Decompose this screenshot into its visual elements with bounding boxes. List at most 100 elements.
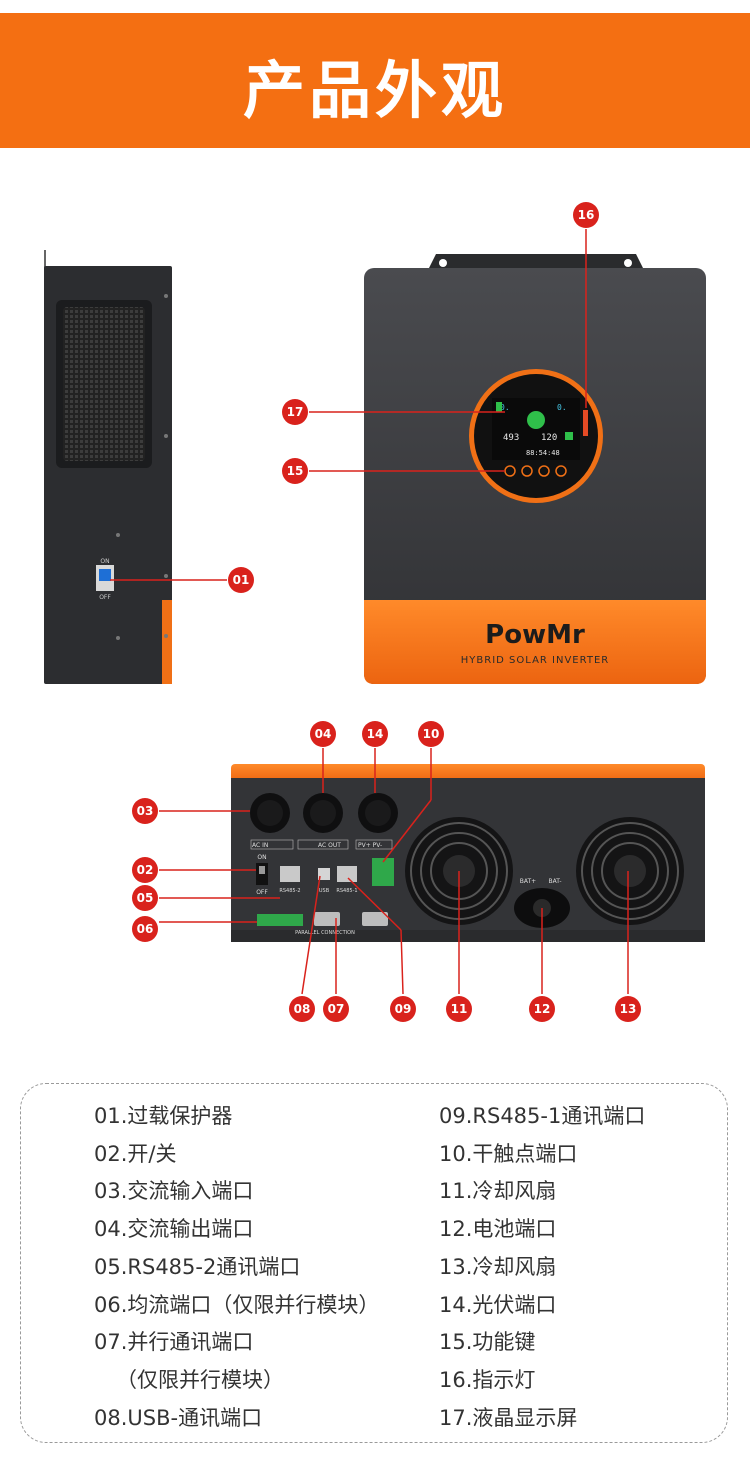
product-illustration: ON OFF PowMr HYBRID SOLAR INVERTER 0. 0.… — [44, 202, 706, 1022]
side-switch-on-label: ON — [100, 558, 109, 565]
brand-logo: PowMr — [485, 620, 585, 650]
legend-item-14: 14.光伏端口 — [439, 1292, 557, 1317]
callout-06-label: 06 — [137, 922, 154, 936]
callout-01: 01 — [228, 567, 254, 593]
cooling-fan-right — [576, 817, 684, 925]
legend-item-10: 10.干触点端口 — [439, 1141, 578, 1166]
ac-output-port — [303, 793, 343, 833]
callout-05: 05 — [132, 885, 158, 911]
front-view: PowMr HYBRID SOLAR INVERTER 0. 0. 493 12… — [364, 254, 706, 684]
lcd-top-right: 0. — [557, 403, 567, 412]
legend-item-11: 11.冷却风扇 — [439, 1179, 557, 1204]
callout-16: 16 — [573, 202, 599, 228]
callout-06: 06 — [132, 916, 158, 942]
side-breaker: ON OFF — [96, 558, 114, 601]
legend-item-07: 07.并行通讯端口 — [94, 1330, 254, 1355]
callout-03: 03 — [132, 798, 158, 824]
callout-15-label: 15 — [287, 464, 304, 478]
parallel-label: PARALLEL CONNECTION — [295, 930, 355, 936]
callout-09-label: 09 — [395, 1002, 412, 1016]
callout-11-label: 11 — [451, 1002, 468, 1016]
model-label: HYBRID SOLAR INVERTER — [461, 655, 609, 666]
callout-15: 15 — [282, 458, 308, 484]
legend-item-07-note: （仅限并行模块） — [116, 1367, 284, 1392]
rear-switch-off: OFF — [256, 889, 268, 896]
function-key-3[interactable] — [538, 465, 550, 477]
ac-out-label: AC OUT — [318, 842, 341, 849]
callout-17: 17 — [282, 399, 308, 425]
legend-item-13: 13.冷却风扇 — [439, 1254, 557, 1279]
callout-02: 02 — [132, 857, 158, 883]
function-key-4[interactable] — [555, 465, 567, 477]
rear-view: AC IN AC OUT PV+ PV- ON OFF RS485-2 USB … — [231, 764, 705, 942]
parallel-port-b — [362, 912, 388, 926]
legend-left-column: 01.过载保护器 02.开/关 03.交流输入端口 04.交流输出端口 05.R… — [94, 1098, 379, 1437]
side-view: ON OFF — [44, 250, 172, 684]
pv-label: PV+ PV- — [358, 842, 382, 849]
legend-item-08: 08.USB-通讯端口 — [94, 1405, 263, 1430]
legend-item-16: 16.指示灯 — [439, 1367, 536, 1392]
usb-label: USB — [319, 888, 330, 894]
callout-02-label: 02 — [137, 863, 154, 877]
rs485-1-port — [337, 866, 357, 882]
legend-item-04: 04.交流输出端口 — [94, 1217, 254, 1242]
callout-12: 12 — [529, 996, 555, 1022]
callout-14: 14 — [362, 721, 388, 747]
callout-13-label: 13 — [620, 1002, 637, 1016]
side-switch-off-label: OFF — [99, 594, 111, 601]
current-sharing-port — [257, 914, 303, 926]
usb-port — [318, 868, 330, 880]
rs485-2-port — [280, 866, 300, 882]
rear-power-switch: ON OFF — [256, 854, 268, 896]
legend-item-12: 12.电池端口 — [439, 1217, 557, 1242]
lcd-mid-right: 120 — [541, 433, 557, 443]
callout-05-label: 05 — [137, 891, 154, 905]
callout-10-label: 10 — [423, 727, 440, 741]
callout-17-label: 17 — [287, 405, 304, 419]
bat-plus-label: BAT+ — [520, 878, 536, 885]
ac-input-port — [250, 793, 290, 833]
callout-04-label: 04 — [315, 727, 332, 741]
function-key-2[interactable] — [521, 465, 533, 477]
legend-item-02: 02.开/关 — [94, 1141, 177, 1166]
lcd-panel: 0. 0. 493 120 88:54:48 — [469, 369, 603, 503]
legend-item-09: 09.RS485-1通讯端口 — [439, 1104, 646, 1128]
rs485-2-label: RS485-2 — [279, 888, 300, 894]
callout-13: 13 — [615, 996, 641, 1022]
callout-14-label: 14 — [367, 727, 384, 741]
callout-08-label: 08 — [294, 1002, 311, 1016]
legend-item-15: 15.功能键 — [439, 1330, 536, 1355]
callout-07-label: 07 — [328, 1002, 345, 1016]
parts-legend: 01.过载保护器 02.开/关 03.交流输入端口 04.交流输出端口 05.R… — [20, 1083, 728, 1443]
parallel-port-a — [314, 912, 340, 926]
rs485-1-label: RS485-1 — [336, 888, 357, 894]
page-title: 产品外观 — [242, 54, 507, 127]
legend-item-01: 01.过载保护器 — [94, 1104, 233, 1128]
legend-item-05: 05.RS485-2通讯端口 — [94, 1254, 301, 1279]
callout-12-label: 12 — [534, 1002, 551, 1016]
rear-switch-on: ON — [257, 854, 266, 861]
callout-04: 04 — [310, 721, 336, 747]
lcd-top-left: 0. — [500, 403, 510, 412]
legend-item-06: 06.均流端口（仅限并行模块） — [94, 1292, 380, 1317]
callout-01-label: 01 — [233, 573, 250, 587]
header-banner: 产品外观 — [0, 13, 750, 148]
callout-11: 11 — [446, 996, 472, 1022]
callout-08: 08 — [289, 996, 315, 1022]
ac-in-label: AC IN — [252, 842, 268, 849]
lcd-bottom: 88:54:48 — [526, 449, 560, 457]
legend-item-17: 17.液晶显示屏 — [439, 1405, 578, 1430]
lcd-mid-left: 493 — [503, 433, 519, 443]
callout-10: 10 — [418, 721, 444, 747]
legend-item-03: 03.交流输入端口 — [94, 1179, 254, 1204]
callout-03-label: 03 — [137, 804, 154, 818]
dry-contact-port — [372, 858, 394, 886]
bat-minus-label: BAT- — [548, 878, 561, 885]
callout-07: 07 — [323, 996, 349, 1022]
callout-09: 09 — [390, 996, 416, 1022]
pv-port — [358, 793, 398, 833]
callout-16-label: 16 — [578, 208, 595, 222]
legend-right-column: 09.RS485-1通讯端口 10.干触点端口 11.冷却风扇 12.电池端口 … — [439, 1098, 645, 1437]
callout-leaders — [110, 229, 629, 995]
callout-badges: 01 02 03 04 05 06 07 08 09 10 11 12 13 1… — [132, 202, 641, 1022]
